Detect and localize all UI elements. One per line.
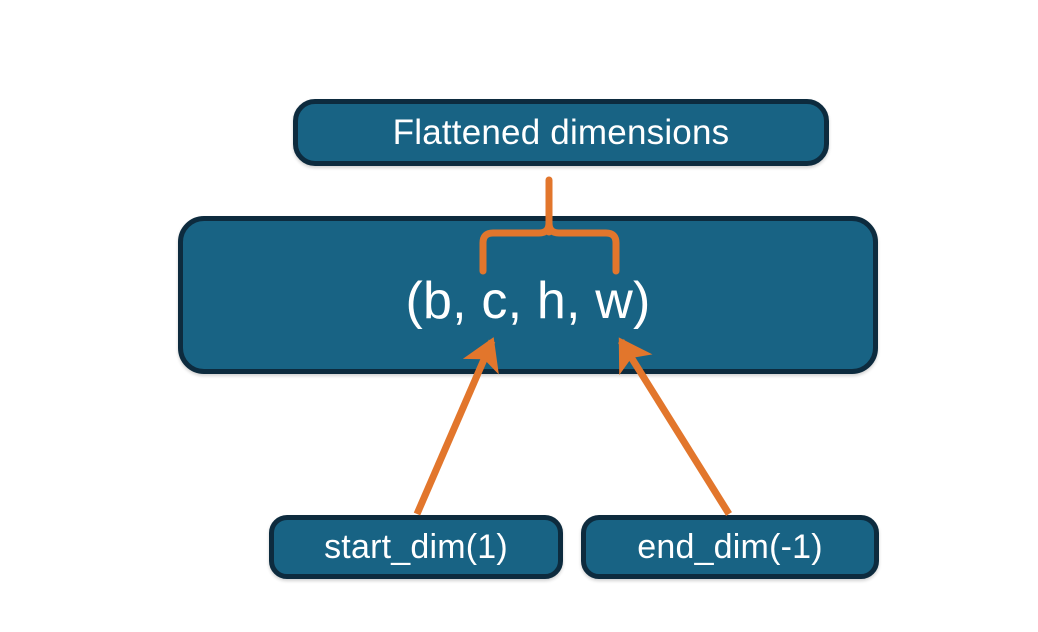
arrow-end-dim [618,337,732,516]
arrow-start-dim [413,337,499,516]
